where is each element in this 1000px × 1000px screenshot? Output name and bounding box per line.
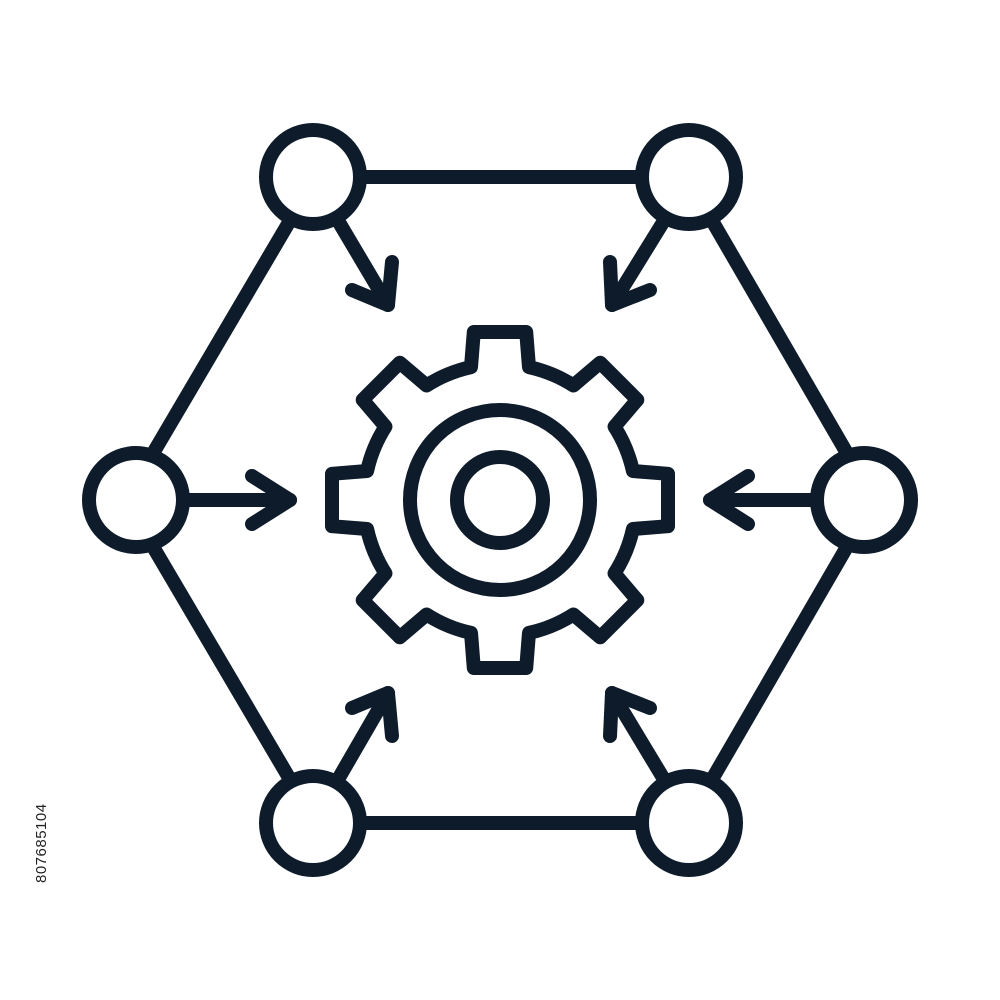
edge-lower-right bbox=[707, 538, 855, 783]
arrow-bottom-left bbox=[333, 686, 399, 783]
stock-id-watermark: 807685104 bbox=[33, 803, 50, 883]
inward-arrows bbox=[176, 217, 824, 783]
arrow-bottom-right bbox=[603, 686, 669, 783]
edge-lower-left bbox=[145, 538, 295, 783]
node-bottom-left bbox=[259, 769, 367, 877]
gear-icon bbox=[325, 325, 675, 675]
arrow-top-right bbox=[603, 217, 669, 312]
node-left bbox=[82, 446, 190, 554]
node-top-right bbox=[635, 123, 743, 231]
arrow-top-left bbox=[333, 217, 399, 312]
hexagon-edges bbox=[145, 170, 855, 830]
node-right bbox=[810, 446, 918, 554]
node-bottom-right bbox=[635, 769, 743, 877]
gear-outer-ring bbox=[403, 403, 597, 597]
arrow-right bbox=[703, 469, 824, 531]
arrow-left bbox=[176, 469, 297, 531]
edge-upper-left bbox=[145, 217, 295, 462]
gear-outline bbox=[325, 325, 675, 675]
gear-hub bbox=[450, 450, 550, 550]
node-top-left bbox=[259, 123, 367, 231]
edge-upper-right bbox=[707, 217, 855, 462]
